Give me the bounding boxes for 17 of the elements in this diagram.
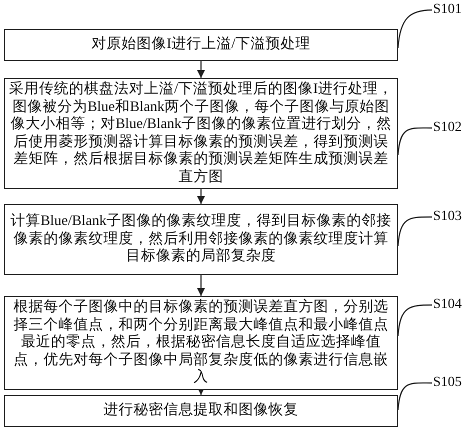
step-label: S105 — [433, 375, 462, 391]
step-label: S101 — [433, 2, 462, 18]
step-label: S102 — [433, 120, 462, 136]
step-text: 对原始图像I进行上溢/下溢预处理 — [92, 36, 310, 54]
step-text: 进行秘密信息提取和图像恢复 — [104, 402, 298, 420]
arrow — [197, 387, 205, 395]
arrow — [197, 61, 205, 78]
process-box — [4, 395, 398, 427]
step-text: 采用传统的棋盘法对上溢/下溢预处理后的图像I进行处理，图像被分为Blue和Blank两个子图像，每个子图像与原始图像大小相等；对Blue/Blank子图像的像素位置进行划分，然后使用菱形预测器计算目标像素的预测误差，得到预测误差矩阵，然后根据目标像素的预测误差矩阵生成预测误差直方图 — [9, 81, 393, 186]
step-text: 计算Blue/Blank子图像的像素纹理度，得到目标像素的邻接像素的像素纹理度，然后利用邻接像素的像素纹理度计算目标像素的局部复杂度 — [9, 213, 393, 266]
step-label: S104 — [433, 297, 462, 313]
arrow — [197, 275, 205, 296]
arrow — [197, 189, 205, 204]
process-box — [4, 204, 398, 275]
step-label: S103 — [433, 209, 462, 225]
step-text: 根据每个子图像中的目标像素的预测误差直方图，分别选择三个峰值点，和两个分别距离最大峰值点和最小峰值点最近的零点，然后，根据秘密信息长度自适应选择峰值点，优先对每个子图像中局部复杂度低的像素进行信息嵌入 — [12, 299, 390, 386]
process-box — [4, 29, 398, 61]
